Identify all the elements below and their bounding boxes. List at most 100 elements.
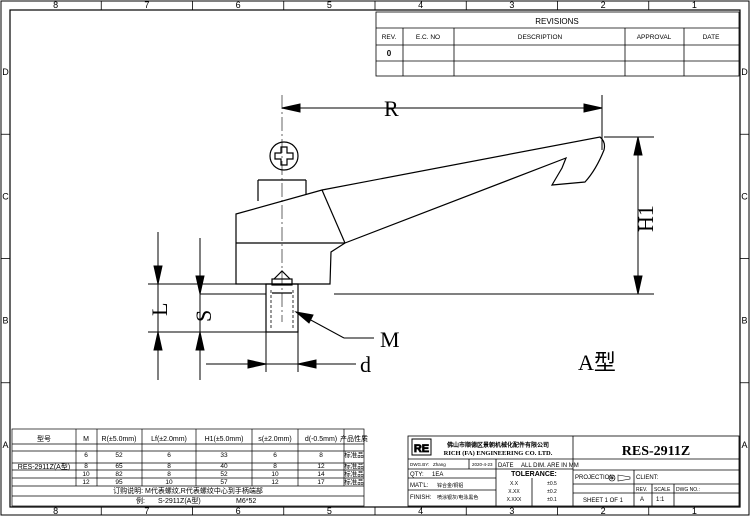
rev-header-date: DATE bbox=[703, 34, 721, 41]
spec-cell: 10 bbox=[271, 471, 279, 478]
rev-header-approval: APPROVAL bbox=[637, 34, 672, 41]
zone-row-label: B bbox=[2, 316, 8, 326]
spec-header-d: d(-0.5mm) bbox=[305, 436, 337, 443]
dim-L-label: L bbox=[147, 303, 172, 316]
date-label: DATE bbox=[498, 463, 514, 469]
dim-R-label: R bbox=[384, 96, 399, 121]
spec-row-3: 12 95 10 57 12 17 标准品 bbox=[82, 477, 363, 486]
dwg-by-label: DWG.BY: bbox=[410, 462, 429, 467]
zone-row-label: C bbox=[2, 191, 9, 201]
spec-cell: 52 bbox=[115, 452, 123, 459]
tol-xx: X.XX bbox=[508, 489, 520, 495]
dim-S-line bbox=[195, 238, 266, 380]
spec-cell: 6 bbox=[84, 452, 88, 459]
title-block-grid bbox=[407, 435, 740, 507]
zone-col-label: 6 bbox=[236, 0, 241, 10]
tol-xxx: X.XXX bbox=[507, 497, 522, 503]
all-dim-note: ALL DIM. ARE IN MM bbox=[521, 463, 579, 469]
spec-cell: 8 bbox=[319, 452, 323, 459]
zone-col-label: 8 bbox=[53, 0, 58, 10]
qty-value: 1EA bbox=[432, 472, 443, 478]
zone-row-label: D bbox=[2, 67, 9, 77]
zone-col-label: 1 bbox=[692, 0, 697, 10]
spec-cell: 10 bbox=[82, 471, 90, 478]
spec-cell: 40 bbox=[220, 463, 228, 470]
zone-col-label: 2 bbox=[601, 0, 606, 10]
dim-d-line bbox=[206, 332, 356, 372]
rev-header-description: DESCRIPTION bbox=[518, 34, 563, 41]
zone-col-label: 2 bbox=[601, 506, 606, 516]
matl-label: MAT'L: bbox=[410, 483, 429, 489]
zone-col-label: 5 bbox=[327, 0, 332, 10]
zone-row-label: C bbox=[741, 191, 748, 201]
spec-header-h1: H1(±5.0mm) bbox=[205, 436, 244, 443]
spec-order-note: 订购说明: M代表螺纹,R代表螺纹中心到手柄端部 bbox=[113, 486, 263, 495]
dim-M-label: M bbox=[380, 327, 400, 352]
spec-cell: 10 bbox=[165, 479, 173, 486]
date-value: 2020-4-23 bbox=[472, 462, 493, 467]
tol-x: X.X bbox=[510, 481, 519, 487]
finish-label: FINISH: bbox=[410, 495, 432, 501]
spec-cell: 8 bbox=[167, 463, 171, 470]
spec-header-lf: Lf(±2.0mm) bbox=[151, 436, 187, 443]
spec-cell: 17 bbox=[317, 479, 325, 486]
dim-H1-label: H1 bbox=[633, 205, 658, 232]
dwg-by-value: Zhang bbox=[433, 462, 446, 467]
tolerance-label: TOLERANCE: bbox=[511, 471, 557, 478]
spec-cell: 52 bbox=[220, 471, 228, 478]
handle-outline bbox=[235, 136, 606, 333]
spec-cell: 8 bbox=[167, 471, 171, 478]
spec-header-s: s(±2.0mm) bbox=[258, 436, 291, 443]
spec-row-0: 6 52 6 33 6 8 标准品 bbox=[84, 450, 364, 459]
zone-row-label: D bbox=[741, 67, 748, 77]
variant-label: A型 bbox=[578, 350, 616, 375]
spec-example-part: S-2911Z(A型) bbox=[158, 496, 201, 505]
client-label: CLIENT: bbox=[636, 475, 659, 481]
rev-row-rev: 0 bbox=[387, 49, 392, 58]
zone-col-label: 5 bbox=[327, 506, 332, 516]
company-name-cn: 佛山市顺德区景朝机械化配件有限公司 bbox=[446, 441, 549, 449]
tol-x-value: ±0.5 bbox=[547, 481, 557, 487]
hidden-thread bbox=[270, 290, 294, 330]
spec-model-cell: RES-2911Z(A型) bbox=[18, 462, 70, 471]
spec-cell: 标准品 bbox=[344, 477, 364, 486]
spec-cell: 8 bbox=[273, 463, 277, 470]
spec-table-grid bbox=[11, 428, 365, 507]
spec-cell: 95 bbox=[115, 479, 123, 486]
zone-col-label: 8 bbox=[53, 506, 58, 516]
zone-col-label: 6 bbox=[236, 506, 241, 516]
spec-cell: 标准品 bbox=[344, 450, 364, 459]
spec-cell: 57 bbox=[220, 479, 228, 486]
spec-cell: 65 bbox=[115, 463, 123, 470]
revisions-title: REVISIONS bbox=[535, 17, 579, 26]
projection-symbol-icon bbox=[608, 474, 631, 482]
dim-H1-line bbox=[334, 136, 654, 295]
zone-row-label: B bbox=[741, 316, 747, 326]
spec-row-1: 8 65 8 40 8 12 标准品 bbox=[84, 461, 364, 470]
dim-R-line bbox=[281, 95, 603, 150]
matl-value: 锌合金/铜铝 bbox=[437, 482, 463, 489]
inner-border bbox=[9, 9, 741, 508]
qty-label: QTY: bbox=[410, 472, 424, 478]
projection-label: PROJECTION: bbox=[575, 475, 616, 481]
tol-xxx-value: ±0.1 bbox=[547, 497, 557, 503]
zone-col-label: 4 bbox=[418, 506, 423, 516]
finish-value: 喷涂银灰/电泳黑色 bbox=[437, 494, 478, 501]
spec-header-model: 型号 bbox=[37, 434, 51, 443]
zone-col-label: 1 bbox=[692, 506, 697, 516]
spec-cell: 标准品 bbox=[344, 461, 364, 470]
leader-M bbox=[294, 311, 374, 339]
dim-S-label: S bbox=[191, 310, 216, 322]
spec-cell: 标准品 bbox=[344, 469, 364, 478]
spec-cell: 33 bbox=[220, 452, 228, 459]
logo-text: RE bbox=[414, 443, 429, 455]
center-mark-icon bbox=[269, 141, 299, 171]
company-logo: RE bbox=[411, 438, 432, 456]
spec-cell: 12 bbox=[271, 479, 279, 486]
revisions-table bbox=[375, 11, 740, 77]
dim-L-line bbox=[148, 232, 266, 380]
spec-cell: 82 bbox=[115, 471, 123, 478]
part-number: RES-2911Z bbox=[622, 444, 690, 459]
